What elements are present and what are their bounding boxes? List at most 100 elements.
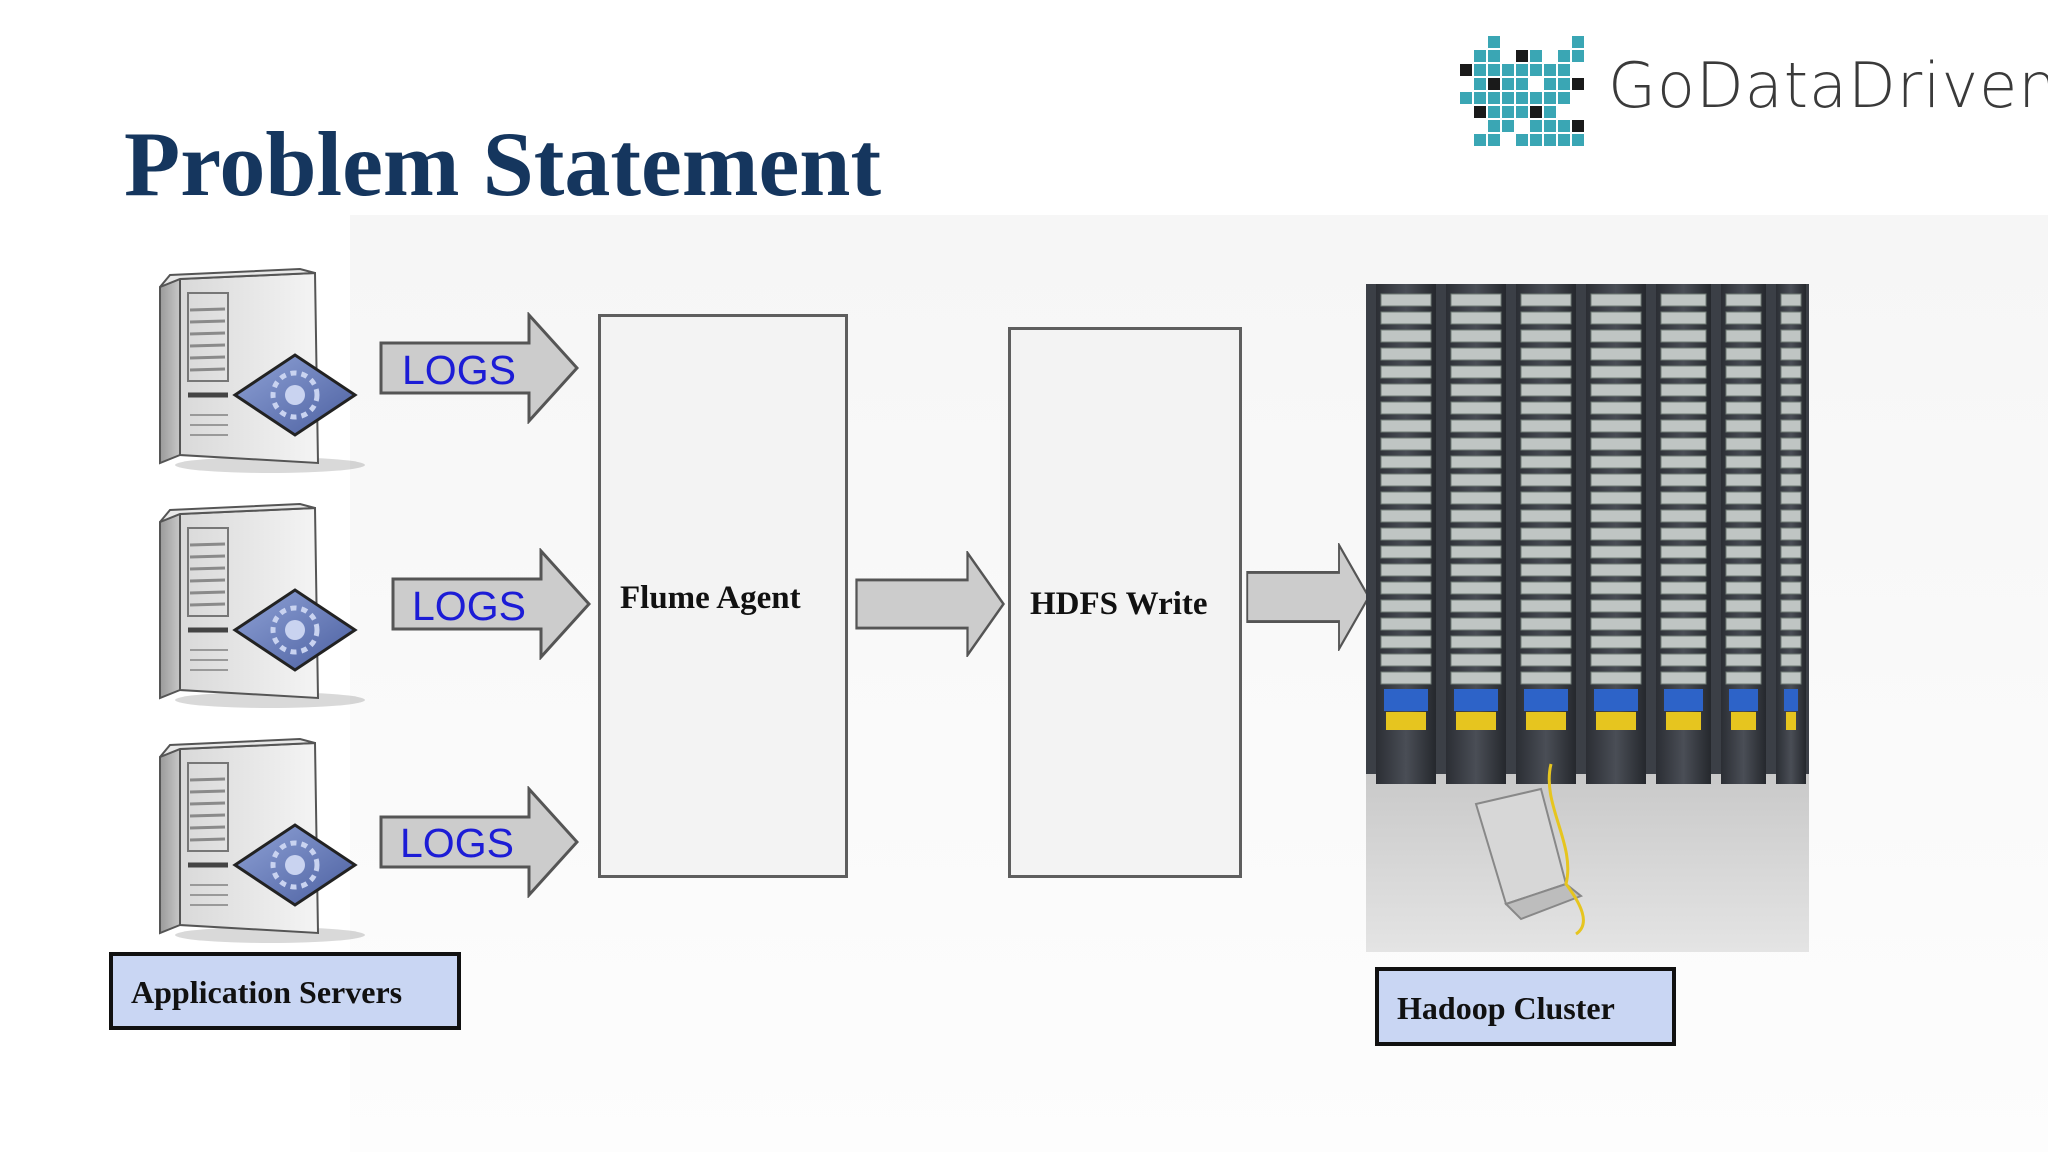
- rack-cables-blue: [1784, 689, 1798, 711]
- logo-tile: [1488, 106, 1500, 118]
- rack-unit: [1520, 329, 1572, 343]
- rack-unit: [1725, 671, 1762, 685]
- logs-arrow-label: LOGS: [412, 583, 526, 629]
- rack-unit: [1725, 347, 1762, 361]
- rack-unit: [1380, 419, 1432, 433]
- flow-arrow: [855, 551, 1005, 657]
- rack-unit: [1660, 473, 1707, 487]
- rack-unit: [1590, 311, 1642, 325]
- rack-unit: [1380, 671, 1432, 685]
- rack-unit: [1725, 419, 1762, 433]
- rack-unit: [1780, 545, 1802, 559]
- rack-unit: [1520, 293, 1572, 307]
- logo-tile: [1530, 50, 1542, 62]
- rack-unit: [1780, 437, 1802, 451]
- logo-tile: [1558, 50, 1570, 62]
- logo-tile: [1516, 78, 1528, 90]
- rack-unit: [1520, 581, 1572, 595]
- rack-unit: [1780, 599, 1802, 613]
- logo-wordmark: GoDataDriven: [1608, 49, 2048, 122]
- logo-tile: [1558, 134, 1570, 146]
- logo-tile: [1572, 134, 1584, 146]
- rack-unit: [1380, 491, 1432, 505]
- logo-tile: [1572, 120, 1584, 132]
- logo-tile: [1460, 92, 1472, 104]
- rack-unit: [1590, 293, 1642, 307]
- logo-tile: [1488, 50, 1500, 62]
- flume-agent-box: [598, 314, 848, 878]
- rack-unit: [1380, 347, 1432, 361]
- rack-unit: [1660, 419, 1707, 433]
- rack-unit: [1450, 347, 1502, 361]
- logo-tile: [1544, 78, 1556, 90]
- slide-title: Problem Statement: [124, 113, 882, 215]
- rack-unit: [1450, 653, 1502, 667]
- rack-unit: [1520, 455, 1572, 469]
- rack-unit: [1520, 347, 1572, 361]
- application-server-icon: [150, 735, 365, 945]
- rack-unit: [1780, 527, 1802, 541]
- logo-tile: [1502, 92, 1514, 104]
- rack-unit: [1590, 563, 1642, 577]
- logo-tile: [1530, 64, 1542, 76]
- rack-unit: [1380, 599, 1432, 613]
- rack-unit: [1450, 419, 1502, 433]
- rack-unit: [1660, 527, 1707, 541]
- rack-unit: [1520, 563, 1572, 577]
- rack-unit: [1450, 599, 1502, 613]
- rack-unit: [1590, 419, 1642, 433]
- rack-unit: [1725, 437, 1762, 451]
- rack-unit: [1380, 545, 1432, 559]
- rack-unit: [1780, 419, 1802, 433]
- logo-tile: [1502, 120, 1514, 132]
- rack-unit: [1450, 491, 1502, 505]
- rack-unit: [1660, 509, 1707, 523]
- rack-unit: [1660, 491, 1707, 505]
- logo-tile: [1502, 106, 1514, 118]
- rack-unit: [1450, 293, 1502, 307]
- rack-unit: [1520, 491, 1572, 505]
- rack-unit: [1380, 401, 1432, 415]
- rack-unit: [1380, 473, 1432, 487]
- logo-tile: [1558, 64, 1570, 76]
- rack-unit: [1780, 401, 1802, 415]
- rack-unit: [1590, 509, 1642, 523]
- rack-unit: [1590, 581, 1642, 595]
- rack-unit: [1590, 383, 1642, 397]
- rack-unit: [1660, 635, 1707, 649]
- rack-unit: [1780, 383, 1802, 397]
- rack-unit: [1590, 671, 1642, 685]
- application-server-icon: [150, 265, 365, 475]
- application-server-icon: [150, 500, 365, 710]
- rack-unit: [1780, 581, 1802, 595]
- logo-tile: [1530, 120, 1542, 132]
- logo-tile: [1488, 36, 1500, 48]
- rack-unit: [1660, 599, 1707, 613]
- rack-unit: [1660, 545, 1707, 559]
- rack-unit: [1725, 563, 1762, 577]
- rack-unit: [1520, 365, 1572, 379]
- rack-unit: [1590, 527, 1642, 541]
- rack-unit: [1380, 437, 1432, 451]
- rack-unit: [1590, 653, 1642, 667]
- rack-unit: [1725, 653, 1762, 667]
- logo-tile: [1488, 78, 1500, 90]
- rack-unit: [1450, 509, 1502, 523]
- rack-unit: [1660, 653, 1707, 667]
- logo-tile: [1502, 64, 1514, 76]
- rack-unit: [1660, 455, 1707, 469]
- rack-unit: [1520, 311, 1572, 325]
- logo-tile: [1544, 64, 1556, 76]
- logo-tile: [1544, 120, 1556, 132]
- rack-unit: [1520, 635, 1572, 649]
- logo-tile: [1460, 64, 1472, 76]
- logo-tile: [1474, 106, 1486, 118]
- rack-unit: [1520, 599, 1572, 613]
- rack-unit: [1520, 653, 1572, 667]
- rack-unit: [1450, 545, 1502, 559]
- logo-tile: [1544, 92, 1556, 104]
- rack-cables-yellow: [1596, 712, 1636, 730]
- rack-cables-yellow: [1731, 712, 1756, 730]
- rack-unit: [1380, 509, 1432, 523]
- rack-unit: [1590, 455, 1642, 469]
